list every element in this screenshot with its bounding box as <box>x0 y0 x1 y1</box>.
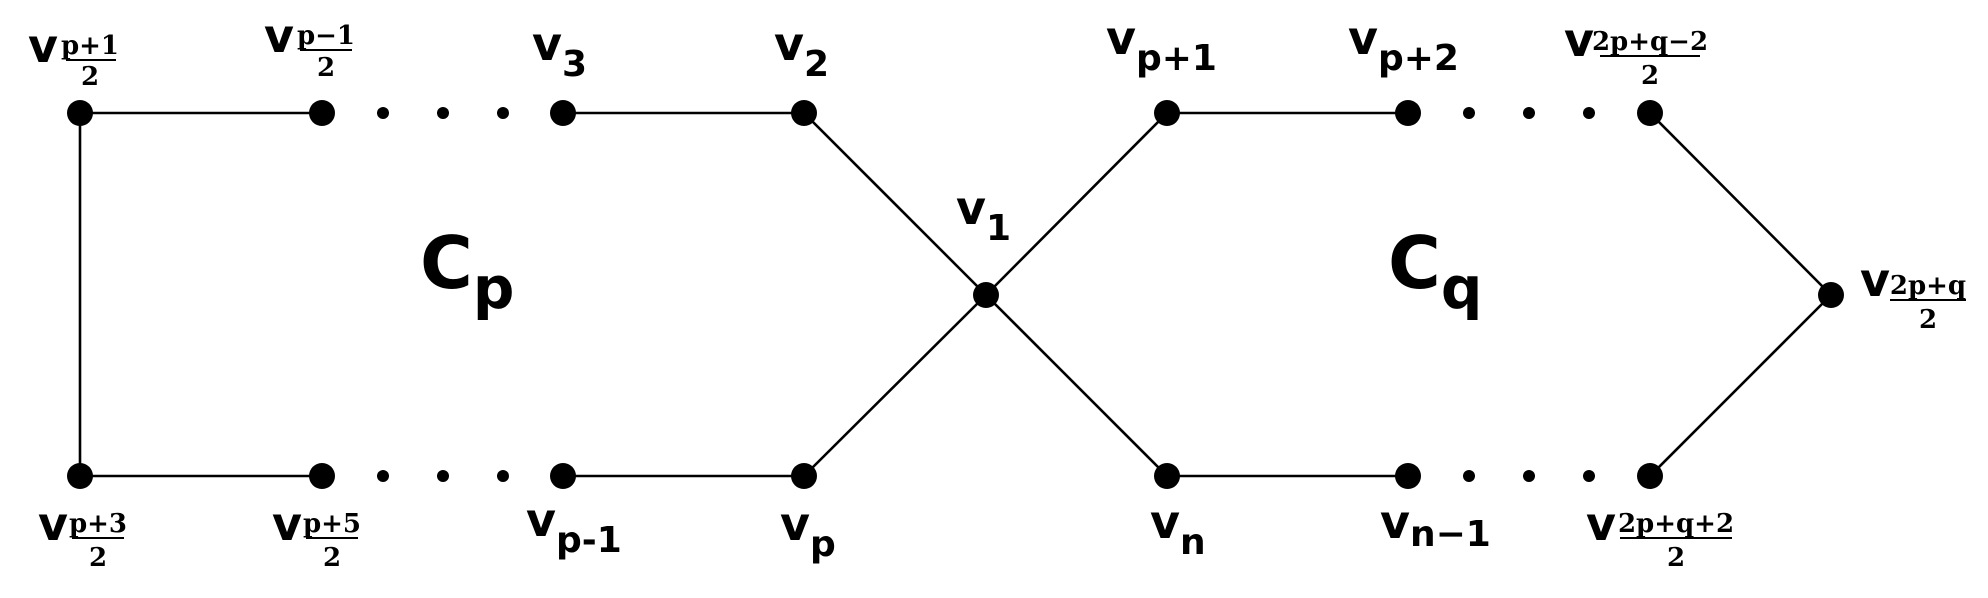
ellipsis-dot <box>437 470 449 482</box>
cycle-label-cp: Cp <box>420 221 514 322</box>
vertex-vp2 <box>1395 100 1421 126</box>
ellipsis-dot <box>1583 470 1595 482</box>
svg-text:2p+q+2: 2p+q+2 <box>1618 509 1734 539</box>
edge-v2-v1 <box>803 112 987 296</box>
edge-v1-vp1 <box>985 112 1168 296</box>
svg-text:v: v <box>28 19 58 73</box>
svg-text:2p+q: 2p+q <box>1890 271 1966 301</box>
vertex-v1 <box>973 282 999 308</box>
svg-text:2: 2 <box>317 53 335 83</box>
svg-text:2: 2 <box>89 543 107 573</box>
vertex-bot-far-left <box>67 463 93 489</box>
svg-text:v: v <box>272 497 302 551</box>
svg-text:p+1: p+1 <box>61 31 119 61</box>
ellipsis-dot <box>377 107 389 119</box>
svg-text:2p+q−2: 2p+q−2 <box>1592 27 1708 57</box>
ellipsis-dot <box>1523 107 1535 119</box>
vertex-label-vp2: vp+2 <box>1348 11 1459 79</box>
vertex-label-vp: vp <box>780 497 836 565</box>
edges <box>78 111 1832 478</box>
vertex-bot-left2 <box>309 463 335 489</box>
ellipsis-dot <box>1463 470 1475 482</box>
svg-text:2: 2 <box>1667 543 1685 573</box>
vertices <box>67 100 1844 489</box>
svg-text:v: v <box>264 9 294 63</box>
vertex-label-v1: v1 <box>956 181 1011 249</box>
vertex-label-v2: v2 <box>774 17 829 85</box>
svg-text:p+3: p+3 <box>69 509 127 539</box>
vertex-label-v3: v3 <box>532 17 587 85</box>
edge-v1-vn <box>985 294 1168 477</box>
vertex-vp1 <box>1154 100 1180 126</box>
vertex-v2 <box>791 100 817 126</box>
vertex-label-vnm1: vn−1 <box>1380 495 1491 555</box>
svg-text:2: 2 <box>1919 305 1937 335</box>
ellipsis-dots <box>377 107 1595 482</box>
ellipsis-dot <box>377 470 389 482</box>
vertex-bot-right <box>1637 463 1663 489</box>
edge-top-right-diagonal <box>1649 112 1832 296</box>
vertex-label-top-right: v 2p+q−2 2 <box>1564 13 1708 91</box>
vertex-vn <box>1154 463 1180 489</box>
vertex-far-right <box>1818 282 1844 308</box>
vertex-label-bot-far-left: v p+3 2 <box>38 497 127 573</box>
vertex-vnm1 <box>1395 463 1421 489</box>
vertex-top-left2 <box>309 100 335 126</box>
svg-text:2: 2 <box>1641 61 1659 91</box>
ellipsis-dot <box>1523 470 1535 482</box>
vertex-vpm1 <box>550 463 576 489</box>
ellipsis-dot <box>1583 107 1595 119</box>
vertex-label-vn: vn <box>1150 495 1206 563</box>
svg-text:v: v <box>1586 497 1616 551</box>
vertex-label-vpm1: vp-1 <box>526 493 622 561</box>
svg-text:2: 2 <box>81 62 99 92</box>
svg-text:v: v <box>38 497 68 551</box>
vertex-v3 <box>550 100 576 126</box>
vertex-label-bot-left2: v p+5 2 <box>272 497 361 573</box>
ellipsis-dot <box>1463 107 1475 119</box>
vertex-label-far-right: v 2p+q 2 <box>1860 253 1966 335</box>
vertex-label-top-left2: v p−1 2 <box>264 9 355 83</box>
vertex-label-top-far-left: v p+1 2 <box>28 19 119 92</box>
svg-text:p−1: p−1 <box>297 21 355 51</box>
edge-bottom-right-diagonal <box>1649 294 1832 477</box>
svg-text:v: v <box>1860 253 1890 307</box>
vertex-top-right <box>1637 100 1663 126</box>
vertex-vp <box>791 463 817 489</box>
vertex-top-far-left <box>67 100 93 126</box>
edge-vp-v1 <box>803 294 987 477</box>
svg-text:p+5: p+5 <box>303 509 361 539</box>
vertex-label-vp1: vp+1 <box>1106 11 1217 79</box>
svg-text:2: 2 <box>323 543 341 573</box>
ellipsis-dot <box>437 107 449 119</box>
ellipsis-dot <box>497 470 509 482</box>
svg-text:v: v <box>1564 13 1594 67</box>
vertex-label-bot-right: v 2p+q+2 2 <box>1586 497 1734 573</box>
ellipsis-dot <box>497 107 509 119</box>
cycle-label-cq: Cq <box>1388 221 1482 322</box>
